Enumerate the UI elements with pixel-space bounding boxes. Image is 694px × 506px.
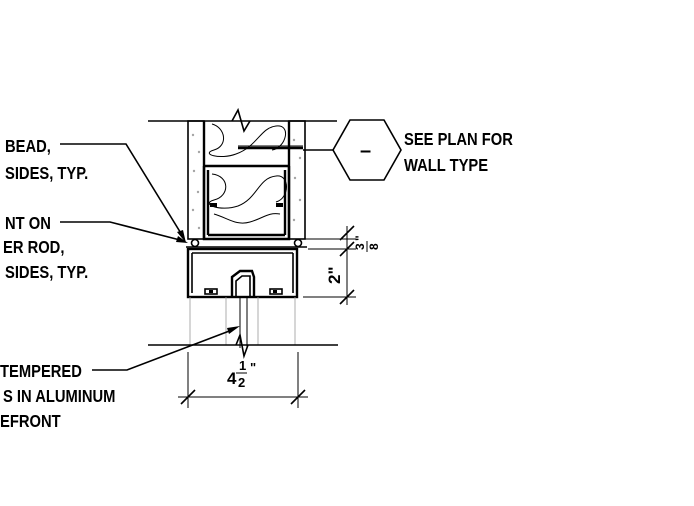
gypsum-board-left [187, 120, 205, 240]
width-denominator: 2 [238, 375, 245, 390]
note-glass: TEMPERED S IN ALUMINUM EFRONT [0, 362, 115, 432]
width-unit: " [250, 360, 256, 375]
note-caulk-line-2: SIDES, TYP. [5, 164, 88, 184]
note-glass-line-3: EFRONT [0, 412, 61, 432]
batt-insulation [208, 123, 287, 224]
wall-type-tag-symbol: – [360, 140, 371, 162]
wall-type-tag: – [303, 119, 402, 181]
gypsum-board-right [288, 120, 306, 240]
height-label: 2" [325, 266, 344, 284]
bottom-track [202, 164, 291, 241]
gap-unit: " [353, 235, 367, 241]
note-sealant-line-1: NT ON [5, 214, 51, 234]
dimension-height: 2" 3 " 8 [300, 225, 381, 305]
note-glass-line-2: S IN ALUMINUM [3, 387, 115, 407]
dimension-width: 4 1 2 " [178, 352, 308, 408]
backer-rod-left [190, 238, 200, 248]
gap-numerator: 3 [353, 243, 367, 250]
width-whole: 4 [227, 369, 237, 388]
leaders [60, 143, 240, 371]
note-caulk-bead: BEAD, SIDES, TYP. [5, 137, 88, 184]
note-sealant-line-3: SIDES, TYP. [5, 263, 88, 283]
note-wall-type: SEE PLAN FOR WALL TYPE [404, 130, 513, 176]
gap-denominator: 8 [367, 243, 381, 250]
note-caulk-line-1: BEAD, [5, 137, 51, 157]
note-sealant-line-2: ER ROD, [3, 238, 64, 258]
note-glass-line-1: TEMPERED [0, 362, 82, 382]
width-numerator: 1 [239, 358, 246, 373]
note-sealant: NT ON ER ROD, SIDES, TYP. [3, 214, 88, 283]
wall-assembly [148, 107, 337, 248]
storefront-frame [148, 247, 338, 360]
backer-rod-right [293, 238, 303, 248]
note-wall-type-line-2: WALL TYPE [404, 156, 488, 176]
note-wall-type-line-1: SEE PLAN FOR [404, 130, 513, 150]
